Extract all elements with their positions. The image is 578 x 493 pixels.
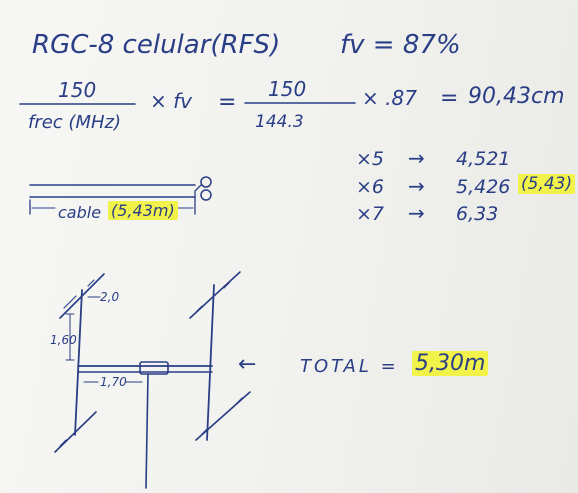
velocity-factor: fv = 87% [340,30,461,60]
multiple-value: 4,521 [456,148,511,170]
dimension-left: 1,60 [50,333,77,347]
total-value-highlighted: 5,30m [412,351,489,376]
multiple-factor: ×7 [356,203,385,225]
arrow-icon: → [408,201,425,225]
multiple-factor: ×5 [356,148,385,170]
cable-length-highlighted: (5,43m) [108,201,178,220]
cable-type-title: RGC-8 celular(RFS) [32,30,281,60]
formula-denominator-2: 144.3 [255,112,304,132]
formula-result: 90,43cm [468,84,565,109]
multiple-value: 5,426 [456,176,511,198]
formula-denominator-1: frec (MHz) [28,112,121,133]
multiple-value: 6,33 [456,203,499,225]
left-arrow-icon: ← [238,352,257,377]
total-label: TOTAL = [300,356,399,377]
formula-equals-1: = [218,90,237,115]
dimension-mid: 1,70 [100,375,127,389]
arrow-icon: → [408,146,425,170]
multiple-note-highlighted: (5,43) [518,174,576,194]
antenna-drawing [54,271,251,489]
multiple-factor: ×6 [356,176,385,198]
formula-numerator-2: 150 [268,77,307,101]
arrow-icon: → [408,174,425,198]
formula-times-87: × .87 [362,86,417,110]
formula-numerator-1: 150 [58,78,97,102]
formula-times-fv: × fv [150,89,192,113]
cable-label: cable [58,203,102,222]
dimension-top: 2,0 [100,290,120,304]
formula-equals-2: = [440,86,459,111]
cable-drawing [29,176,212,215]
